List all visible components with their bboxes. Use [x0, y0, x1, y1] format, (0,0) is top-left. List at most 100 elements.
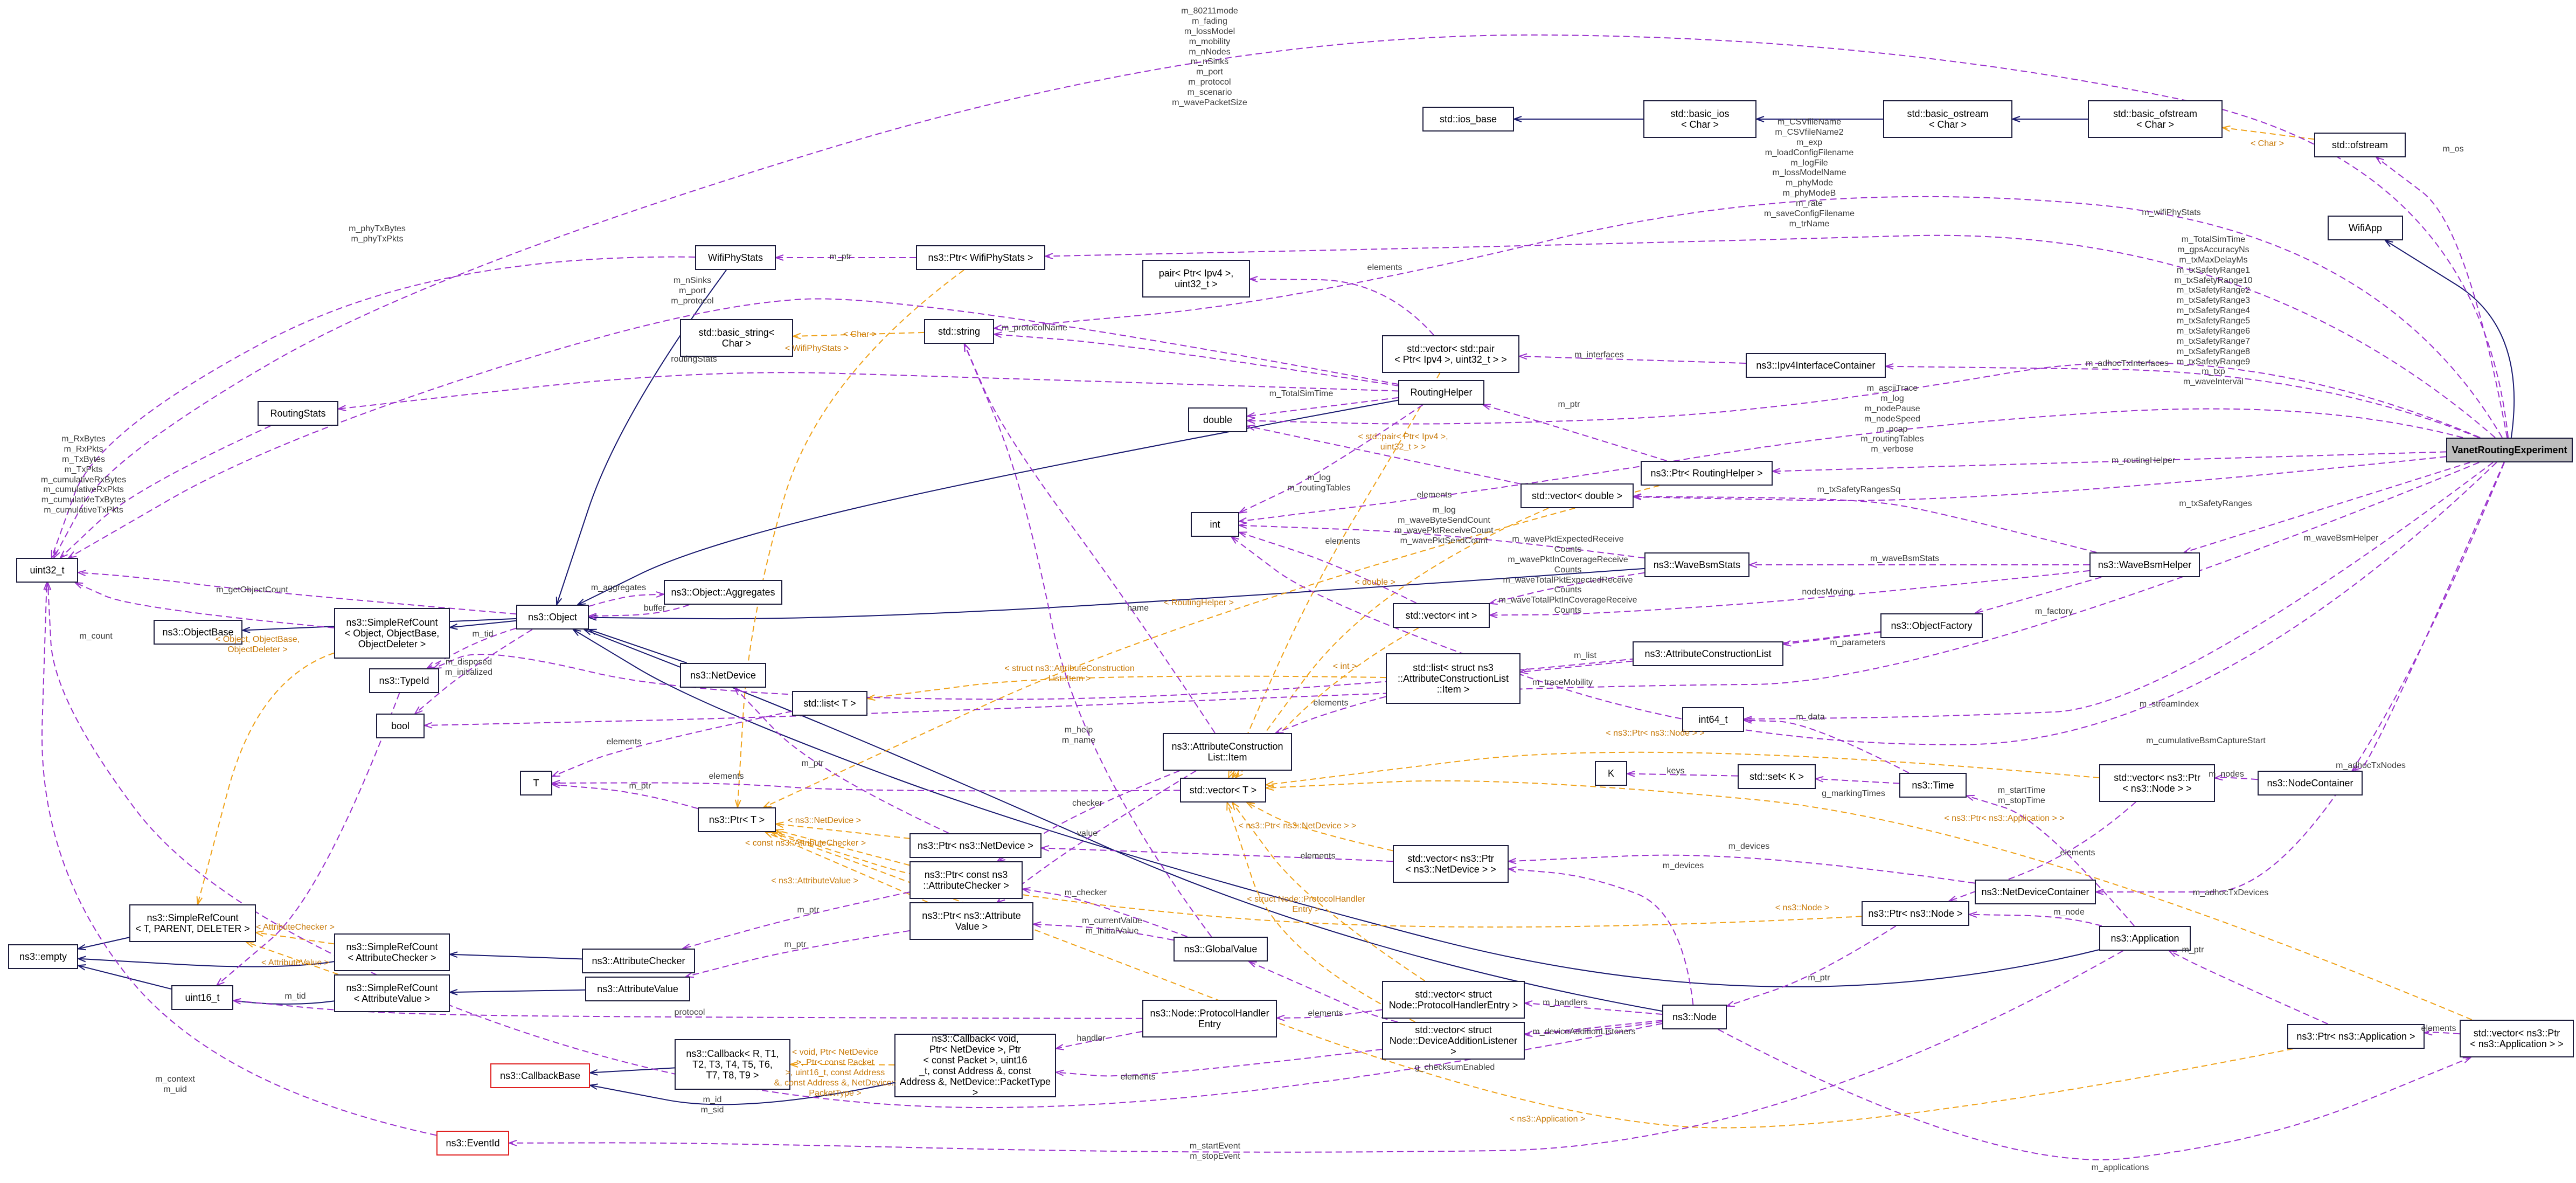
node-callback_generic[interactable]: ns3::Callback< R, T1, T2, T3, T4, T5, T6…	[675, 1039, 790, 1090]
node-vanet[interactable]: VanetRoutingExperiment	[2446, 438, 2573, 462]
node-ofstream[interactable]: std::ofstream	[2314, 133, 2406, 157]
node-ptr_routinghelper[interactable]: ns3::Ptr< RoutingHelper >	[1641, 461, 1773, 486]
node-basic_ios[interactable]: std::basic_ios < Char >	[1643, 100, 1756, 138]
edge-label: < ns3::AttributeValue >	[771, 876, 858, 885]
node-set_k[interactable]: std::set< K >	[1738, 764, 1816, 789]
node-netdevice[interactable]: ns3::NetDevice	[680, 663, 766, 688]
edge-ptr_attrchecker--attrchecker	[683, 891, 910, 949]
node-vec_ptr_netdevice[interactable]: std::vector< ns3::Ptr < ns3::NetDevice >…	[1393, 845, 1509, 883]
node-bool[interactable]: bool	[376, 714, 425, 738]
edge-vanet--stdstring	[994, 196, 2503, 438]
node-globalvalue[interactable]: ns3::GlobalValue	[1174, 937, 1268, 961]
node-int[interactable]: int	[1191, 512, 1239, 537]
node-src_checker[interactable]: ns3::SimpleRefCount < AttributeChecker >	[334, 933, 450, 971]
edge-label: m_startEvent m_stopEvent	[1189, 1142, 1241, 1161]
node-t[interactable]: T	[520, 771, 552, 795]
edge-application--eventid	[509, 950, 2124, 1153]
node-ios_base[interactable]: std::ios_base	[1422, 107, 1514, 132]
node-netdevcontainer[interactable]: ns3::NetDeviceContainer	[1975, 880, 2096, 904]
node-phe[interactable]: ns3::Node::ProtocolHandler Entry	[1142, 1000, 1277, 1037]
edge-label: elements	[2060, 848, 2095, 857]
node-aggregates[interactable]: ns3::Object::Aggregates	[664, 580, 782, 605]
node-wavebsmstats[interactable]: ns3::WaveBsmStats	[1644, 552, 1749, 577]
edge-vec_ptr_netdevice--vec_t	[1247, 802, 1393, 852]
node-time[interactable]: ns3::Time	[1899, 773, 1967, 798]
node-ptr_netdevice[interactable]: ns3::Ptr< ns3::NetDevice >	[909, 833, 1041, 858]
edge-vanet--ipv4ifc	[1886, 366, 2480, 438]
edge-label: < struct Node::ProtocolHandler Entry >	[1247, 895, 1365, 914]
edge-label: m_routingHelper	[2111, 456, 2176, 465]
edge-label: m_startTime m_stopTime	[1997, 786, 2046, 805]
node-basic_ostream[interactable]: std::basic_ostream < Char >	[1883, 100, 2012, 138]
node-pair_ipv4[interactable]: pair< Ptr< Ipv4 >, uint32_t >	[1142, 260, 1250, 298]
node-ptr_wifiphystats[interactable]: ns3::Ptr< WifiPhyStats >	[916, 245, 1045, 270]
node-list_t[interactable]: std::list< T >	[792, 691, 867, 716]
node-vec_pair[interactable]: std::vector< std::pair < Ptr< Ipv4 >, ui…	[1382, 335, 1519, 373]
node-nodecontainer[interactable]: ns3::NodeContainer	[2258, 771, 2363, 795]
node-objectbase[interactable]: ns3::ObjectBase	[154, 620, 242, 645]
node-vec_phe[interactable]: std::vector< struct Node::ProtocolHandle…	[1382, 981, 1525, 1019]
node-int64[interactable]: int64_t	[1682, 707, 1744, 732]
node-ptr_node[interactable]: ns3::Ptr< ns3::Node >	[1862, 901, 1969, 926]
node-item[interactable]: ns3::AttributeConstruction List::Item	[1163, 733, 1292, 771]
edge-objectfactory--typeid	[434, 631, 1881, 700]
edge-label: m_ptr	[801, 759, 824, 768]
node-src_tpd[interactable]: ns3::SimpleRefCount < T, PARENT, DELETER…	[129, 904, 256, 942]
node-basic_ofstream[interactable]: std::basic_ofstream < Char >	[2088, 100, 2223, 138]
node-vec_ptr_app[interactable]: std::vector< ns3::Ptr < ns3::Application…	[2460, 1020, 2574, 1057]
node-ptr_attrchecker[interactable]: ns3::Ptr< const ns3 ::AttributeChecker >	[909, 861, 1023, 899]
edge-label: < void, Ptr< NetDevice >, Ptr< const Pac…	[774, 1048, 897, 1098]
node-ptr_t[interactable]: ns3::Ptr< T >	[698, 807, 776, 832]
node-basic_string[interactable]: std::basic_string< Char >	[680, 319, 793, 357]
node-vec_t[interactable]: std::vector< T >	[1180, 778, 1266, 802]
node-wifiapp[interactable]: WifiApp	[2328, 216, 2403, 240]
edge-label: m_data	[1796, 712, 1825, 722]
node-callback_recv[interactable]: ns3::Callback< void, Ptr< NetDevice >, P…	[894, 1033, 1056, 1098]
node-wavebsmhelper[interactable]: ns3::WaveBsmHelper	[2089, 552, 2200, 577]
node-stdstring[interactable]: std::string	[924, 319, 994, 344]
edge-object--bool	[415, 629, 533, 714]
node-typeid[interactable]: ns3::TypeId	[369, 668, 439, 693]
edge-label: < struct ns3::AttributeConstruction List…	[1004, 664, 1135, 683]
edge-label: < ns3::Ptr< ns3::NetDevice > >	[1238, 821, 1357, 831]
edge-label: m_devices	[1662, 861, 1704, 870]
node-objectfactory[interactable]: ns3::ObjectFactory	[1880, 613, 1983, 638]
node-uint32[interactable]: uint32_t	[16, 558, 78, 583]
node-k[interactable]: K	[1595, 761, 1627, 786]
edge-vec_int--int	[1239, 532, 1417, 604]
node-ptr_app[interactable]: ns3::Ptr< ns3::Application >	[2287, 1024, 2425, 1049]
edge-ptr_netdevice--ptr_t	[776, 824, 910, 839]
node-src_object[interactable]: ns3::SimpleRefCount < Object, ObjectBase…	[334, 608, 450, 659]
node-routingstats[interactable]: RoutingStats	[258, 401, 338, 426]
node-ipv4ifc[interactable]: ns3::Ipv4InterfaceContainer	[1746, 353, 1886, 378]
edge-item--stdstring	[964, 344, 1216, 734]
node-vec_ptr_node[interactable]: std::vector< ns3::Ptr < ns3::Node > >	[2099, 764, 2215, 802]
edge-ptr_attrvalue--ptr_t	[766, 832, 928, 903]
node-callbackbase[interactable]: ns3::CallbackBase	[490, 1063, 590, 1088]
edge-label: m_ptr	[2182, 945, 2204, 954]
node-object[interactable]: ns3::Object	[516, 605, 589, 629]
node-attrconslist[interactable]: ns3::AttributeConstructionList	[1633, 641, 1783, 666]
edge-label: m_currentValue m_initialValue	[1082, 916, 1142, 936]
edge-label: m_adhocTxDevices	[2192, 888, 2269, 897]
node-application[interactable]: ns3::Application	[2099, 926, 2191, 951]
node-uint16[interactable]: uint16_t	[171, 985, 233, 1010]
node-src_value[interactable]: ns3::SimpleRefCount < AttributeValue >	[334, 974, 450, 1012]
edge-ptr_routinghelper--routinghelper	[1483, 405, 1667, 461]
node-vec_double[interactable]: std::vector< double >	[1520, 483, 1634, 508]
node-vec_int[interactable]: std::vector< int >	[1393, 603, 1490, 628]
node-dbl[interactable]: double	[1188, 407, 1247, 432]
node-eventid[interactable]: ns3::EventId	[436, 1131, 509, 1156]
node-list_item[interactable]: std::list< struct ns3 ::AttributeConstru…	[1386, 653, 1520, 704]
node-attrchecker[interactable]: ns3::AttributeChecker	[582, 949, 695, 973]
node-ptr_attrvalue[interactable]: ns3::Ptr< ns3::Attribute Value >	[909, 902, 1033, 940]
node-routinghelper[interactable]: RoutingHelper	[1398, 380, 1484, 405]
node-attrvalue[interactable]: ns3::AttributeValue	[585, 977, 690, 1001]
edge-label: elements	[1300, 852, 1336, 861]
edge-label: m_TotalSimTime m_gpsAccuracyNs m_txMaxDe…	[2174, 235, 2253, 387]
node-vec_dal[interactable]: std::vector< struct Node::DeviceAddition…	[1382, 1022, 1525, 1060]
node-node[interactable]: ns3::Node	[1662, 1005, 1727, 1029]
node-wifiphystats[interactable]: WifiPhyStats	[695, 245, 776, 270]
edge-label: keys	[1667, 766, 1685, 776]
node-empty[interactable]: ns3::empty	[8, 944, 78, 969]
